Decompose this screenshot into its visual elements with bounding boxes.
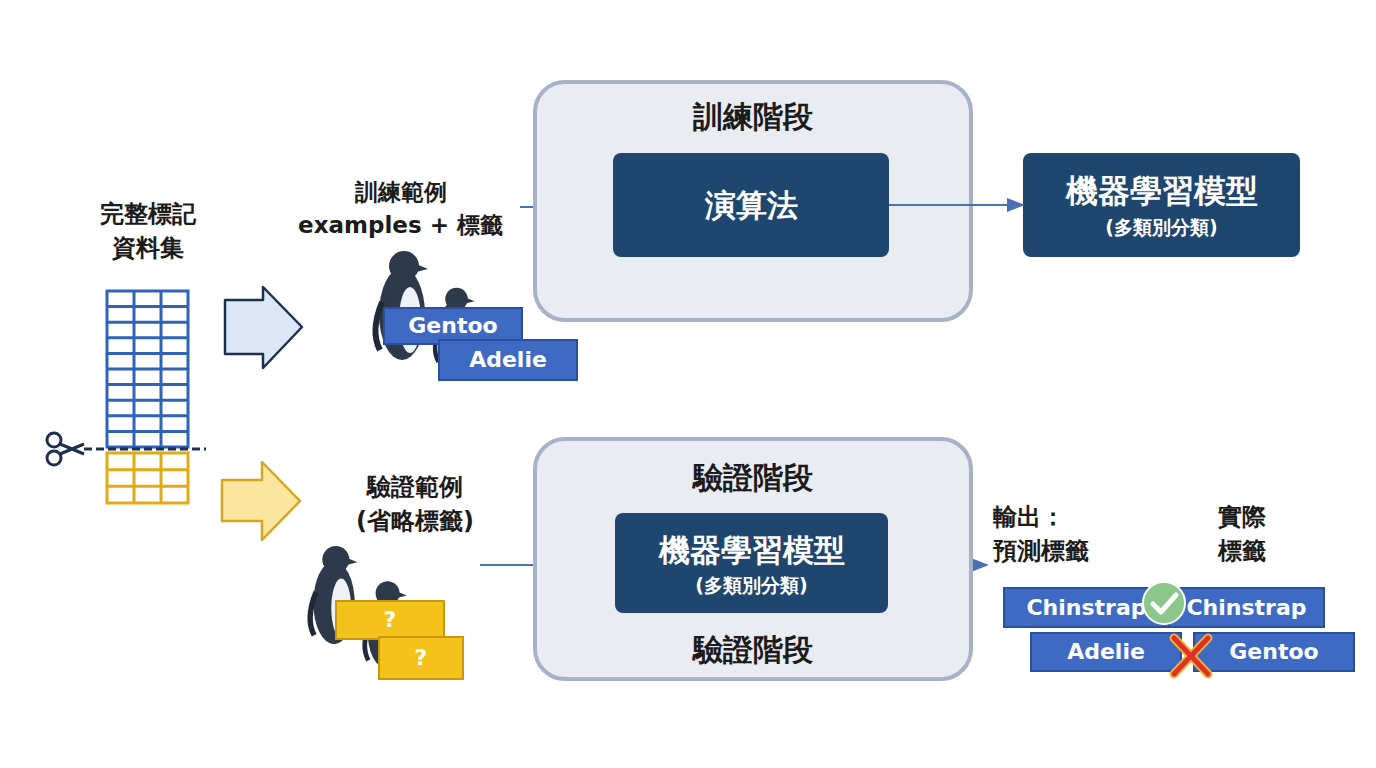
caption-label: 訓練範例 examples + 標籤 (298, 176, 503, 241)
caption-label: 輸出： 預測標籤 (993, 500, 1108, 568)
label-tag: Chinstrap (1003, 587, 1170, 628)
box-text: (多類別分類) (695, 572, 807, 599)
panel-title: 驗證階段 (537, 629, 969, 672)
panel-title: 驗證階段 (537, 457, 969, 500)
label-tag: ? (378, 636, 464, 680)
caption-label: 驗證範例 (省略標籤) (345, 470, 485, 538)
tag-text: Chinstrap (1186, 592, 1306, 623)
label-tag: ? (335, 600, 445, 640)
box-text: 機器學習模型 (1066, 169, 1258, 214)
tag-text: Gentoo (408, 310, 497, 341)
process-box: 機器學習模型(多類別分類) (1023, 153, 1300, 257)
dataset-heading: 完整標記 資料集 (93, 197, 203, 265)
cross-symbol (1174, 638, 1208, 674)
label-tag: Gentoo (1193, 632, 1355, 672)
process-box: 機器學習模型(多類別分類) (615, 513, 888, 613)
dataset-table: 完整標記 資料集 (93, 196, 203, 266)
tag-text: Adelie (1067, 636, 1145, 667)
box-text: (多類別分類) (1105, 214, 1217, 241)
tag-text: ? (415, 642, 428, 673)
stage-panel: 訓練階段演算法 (533, 80, 973, 322)
block-arrow (222, 462, 300, 540)
caption-label: 實際 標籤 (1210, 500, 1274, 568)
flow-arrow (889, 204, 1023, 206)
box-text: 機器學習模型 (659, 528, 845, 572)
label-tag: Adelie (438, 339, 578, 381)
block-arrow (225, 287, 302, 368)
label-tag: Adelie (1030, 632, 1182, 672)
tag-text: ? (384, 604, 397, 635)
tag-text: Gentoo (1229, 636, 1318, 667)
tag-text: Chinstrap (1026, 592, 1146, 623)
check-symbol (1143, 582, 1185, 624)
label-tag: Chinstrap (1168, 587, 1325, 628)
stage-panel: 驗證階段驗證階段機器學習模型(多類別分類) (533, 437, 973, 681)
panel-title: 訓練階段 (537, 96, 969, 139)
process-box: 演算法 (613, 153, 889, 257)
box-text: 演算法 (705, 183, 798, 227)
tag-text: Adelie (469, 344, 547, 375)
dataset-table-art (107, 291, 188, 503)
scissors-cut (47, 433, 206, 465)
